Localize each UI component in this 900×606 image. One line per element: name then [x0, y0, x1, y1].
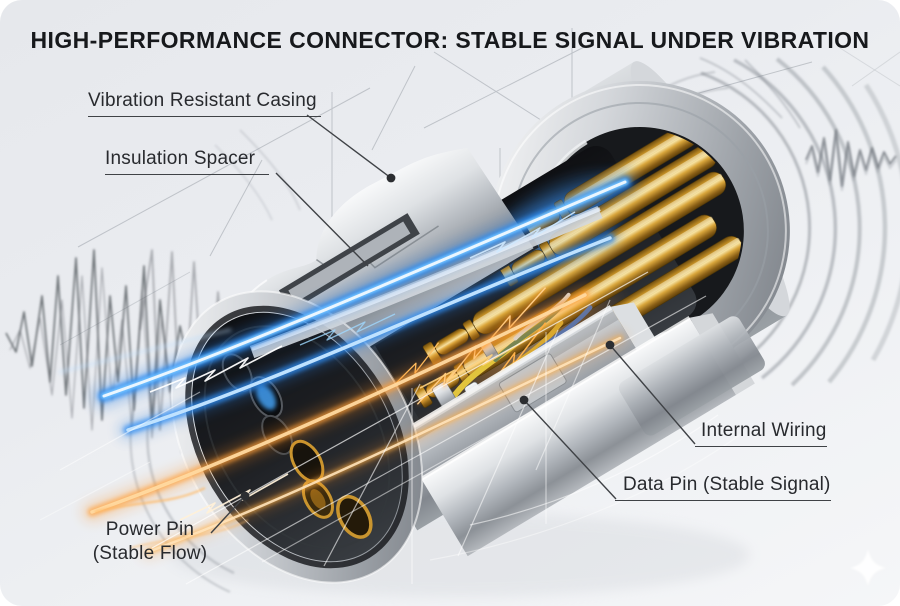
blue-signal-beam [58, 169, 638, 440]
leader-power-pin [210, 495, 246, 534]
vibration-squiggle-right [805, 129, 897, 191]
label-power-pin-line1: Power Pin [105, 519, 195, 540]
leader-dots [240, 173, 615, 501]
label-power-pin: Power Pin (Stable Flow) [84, 518, 216, 566]
leader-lines [210, 114, 696, 534]
leader-vibration-casing [306, 114, 392, 179]
vibration-arcs-right [700, 57, 900, 387]
orange-lightning [94, 337, 531, 549]
label-internal-wiring: Internal Wiring [695, 420, 827, 447]
label-vibration-resistant-casing: Vibration Resistant Casing [88, 90, 321, 117]
blue-lightning [149, 211, 576, 393]
label-insulation-spacer: Insulation Spacer [105, 148, 270, 175]
sparkle-icon [850, 549, 886, 586]
label-power-pin-line2: (Stable Flow) [92, 543, 208, 564]
leader-internal-wiring [609, 344, 696, 445]
leader-data-pin [523, 399, 617, 500]
page-title: HIGH-PERFORMANCE CONNECTOR: STABLE SIGNA… [30, 27, 870, 53]
orange-power-beam [82, 285, 627, 559]
leader-insulation-spacer [275, 172, 369, 267]
label-data-pin: Data Pin (Stable Signal) [615, 474, 831, 501]
